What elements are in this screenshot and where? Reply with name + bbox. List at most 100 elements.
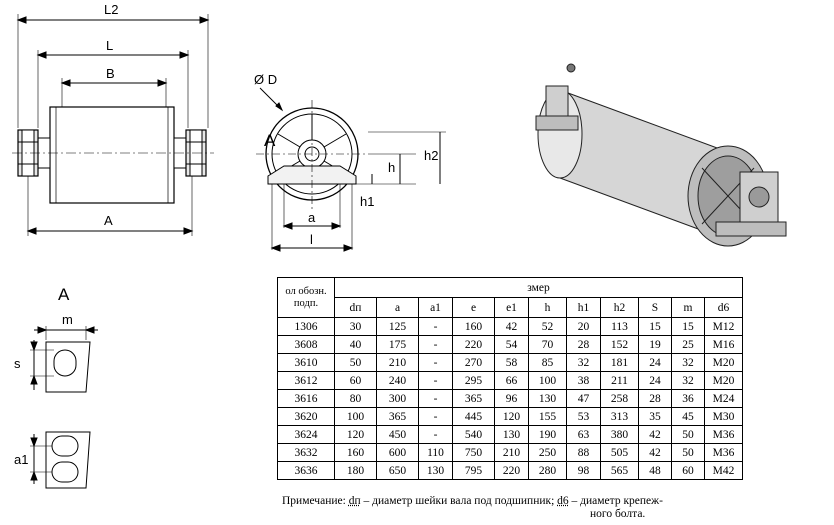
table-cell: 365 (452, 389, 495, 408)
table-row-designation: 3610 (277, 353, 335, 372)
table-cell: 28 (638, 389, 672, 408)
table-col-header: dп (334, 297, 377, 318)
table-cell: 47 (566, 389, 601, 408)
table-cell: M36 (704, 443, 743, 462)
table-cell: 36 (671, 389, 705, 408)
table-cell: 50 (671, 443, 705, 462)
table-head-size: змер (334, 277, 743, 298)
table-cell: 270 (452, 353, 495, 372)
table-cell: M16 (704, 335, 743, 354)
table-cell: 313 (600, 407, 639, 426)
table-cell: 258 (600, 389, 639, 408)
table-cell: 181 (600, 353, 639, 372)
note-d6: d6 (557, 495, 569, 507)
note-text1: – диаметр шейки вала под подшипник; (360, 495, 558, 507)
table-cell: 24 (638, 353, 672, 372)
table-cell: - (418, 389, 453, 408)
table-row-designation: 3624 (277, 425, 335, 444)
table-row-designation: 1306 (277, 317, 335, 336)
table-cell: 32 (671, 371, 705, 390)
table-cell: 20 (566, 317, 601, 336)
table-cell: 48 (638, 461, 672, 480)
table-cell: 63 (566, 425, 601, 444)
table-cell: 300 (376, 389, 419, 408)
note-text2: – диаметр крепеж- (568, 495, 663, 507)
table-cell: 750 (452, 443, 495, 462)
table-cell: 85 (528, 353, 567, 372)
table-cell: 80 (334, 389, 377, 408)
table-cell: 40 (334, 335, 377, 354)
table-cell: 505 (600, 443, 639, 462)
note-dp: dп (348, 495, 361, 507)
isometric-view (535, 63, 787, 247)
table-cell: 28 (566, 335, 601, 354)
table-cell: 42 (638, 443, 672, 462)
table-cell: 98 (566, 461, 601, 480)
table-cell: 240 (376, 371, 419, 390)
table-cell: 88 (566, 443, 601, 462)
table-cell: 50 (671, 425, 705, 444)
table-col-header: h1 (566, 297, 601, 318)
table-cell: 445 (452, 407, 495, 426)
table-cell: 100 (334, 407, 377, 426)
table-cell: 155 (528, 407, 567, 426)
table-cell: M20 (704, 371, 743, 390)
table-cell: 32 (566, 353, 601, 372)
table-cell: 160 (334, 443, 377, 462)
table-cell: 152 (600, 335, 639, 354)
table-cell: 540 (452, 425, 495, 444)
table-col-header: h2 (600, 297, 639, 318)
side-view (12, 14, 214, 236)
table-cell: M42 (704, 461, 743, 480)
table-cell: 600 (376, 443, 419, 462)
table-cell: - (418, 353, 453, 372)
table-cell: 15 (638, 317, 672, 336)
table-cell: - (418, 425, 453, 444)
table-cell: 60 (334, 371, 377, 390)
table-cell: - (418, 371, 453, 390)
table-cell: 380 (600, 425, 639, 444)
table-cell: - (418, 335, 453, 354)
table-cell: M30 (704, 407, 743, 426)
table-cell: M12 (704, 317, 743, 336)
dim-a-small-label: a (308, 210, 316, 225)
table-cell: 53 (566, 407, 601, 426)
table-row-designation: 3620 (277, 407, 335, 426)
table-cell: 25 (671, 335, 705, 354)
table-cell: 42 (638, 425, 672, 444)
table-cell: - (418, 317, 453, 336)
table-cell: 190 (528, 425, 567, 444)
dim-h-label: h (388, 160, 395, 175)
table-cell: 130 (494, 425, 529, 444)
table-cell: 565 (600, 461, 639, 480)
table-col-header: S (638, 297, 672, 318)
table-cell: 650 (376, 461, 419, 480)
table-col-header: e (452, 297, 495, 318)
table-cell: 24 (638, 371, 672, 390)
table-col-header: e1 (494, 297, 529, 318)
table-cell: 45 (671, 407, 705, 426)
table-cell: 52 (528, 317, 567, 336)
table-cell: 15 (671, 317, 705, 336)
table-cell: 120 (494, 407, 529, 426)
dim-h2-label: h2 (424, 148, 438, 163)
end-view (256, 87, 446, 252)
table-cell: 250 (528, 443, 567, 462)
table-col-header: m (671, 297, 705, 318)
table-cell: 295 (452, 371, 495, 390)
note-prefix: Примечание: (282, 495, 349, 507)
table-cell: 30 (334, 317, 377, 336)
table-cell: 38 (566, 371, 601, 390)
table-col-header: a (376, 297, 419, 318)
table-row-designation: 3608 (277, 335, 335, 354)
